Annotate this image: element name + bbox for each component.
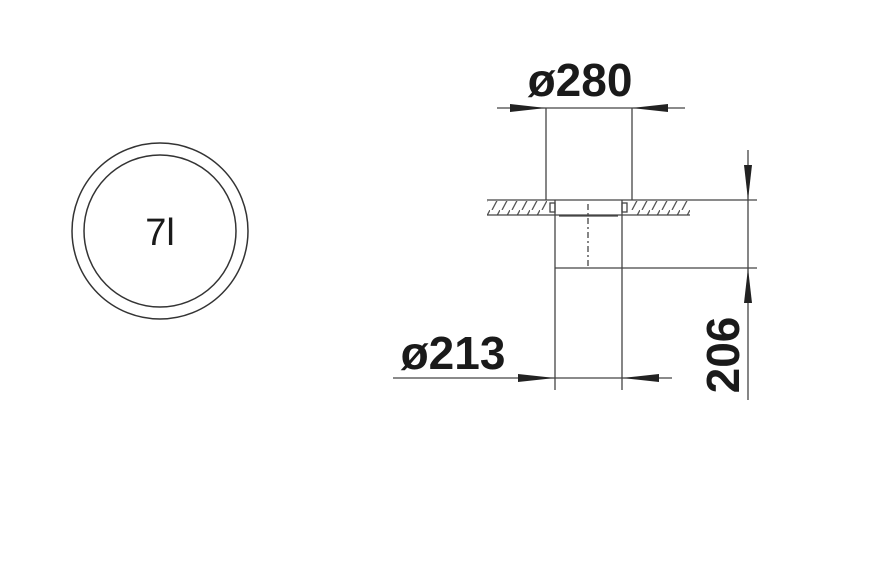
countertop-hatch-left — [487, 201, 547, 215]
arrow-icon — [510, 104, 546, 112]
top-diameter-label: ø280 — [528, 54, 633, 106]
depth-label: 206 — [697, 317, 749, 394]
countertop-hatch-right — [631, 201, 691, 215]
bowl-top-view: 7l — [71, 142, 249, 320]
clip-left — [549, 202, 556, 213]
arrow-icon — [744, 268, 752, 303]
clip-right — [621, 202, 628, 213]
bowl-diameter-label: ø213 — [401, 327, 506, 379]
arrow-icon — [518, 374, 555, 382]
inner-rim — [83, 154, 237, 308]
outer-rim — [71, 142, 249, 320]
arrow-icon — [632, 104, 668, 112]
arrow-icon — [622, 374, 659, 382]
arrows — [510, 104, 752, 382]
arrow-icon — [744, 165, 752, 200]
volume-label: 7l — [145, 212, 175, 254]
